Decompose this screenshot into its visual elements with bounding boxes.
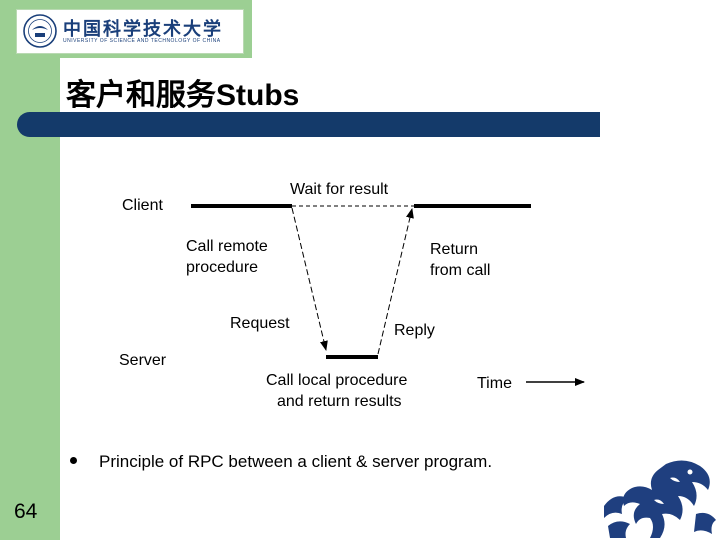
call-local-label-2: and return results [277,393,402,410]
university-logo: 中国科学技术大学 UNIVERSITY OF SCIENCE AND TECHN… [0,0,252,58]
call-local-label-1: Call local procedure [266,372,408,389]
server-label: Server [119,352,167,369]
return-label-2: from call [430,262,490,279]
time-label: Time [477,375,512,392]
reply-label: Reply [394,322,435,339]
logo-name-chinese: 中国科学技术大学 [63,19,223,37]
logo-panel: 中国科学技术大学 UNIVERSITY OF SCIENCE AND TECHN… [16,9,244,54]
bullet-text: Principle of RPC between a client & serv… [99,452,493,471]
wait-label: Wait for result [290,181,389,198]
request-label: Request [230,315,290,332]
dragon-emblem-icon [604,460,716,538]
call-remote-label-2: procedure [186,259,258,276]
reply-arrow [377,208,414,355]
client-label: Client [122,197,163,214]
return-label-1: Return [430,241,478,258]
call-remote-label-1: Call remote [186,238,268,255]
logo-name-english: UNIVERSITY OF SCIENCE AND TECHNOLOGY OF … [63,38,221,44]
title-underline-bar [17,112,600,137]
slide-number: 64 [14,500,38,523]
bullet-item: Principle of RPC between a client & serv… [70,452,492,474]
rpc-diagram: Client Server Wait for result Call remot… [119,181,585,410]
bullet-dot-icon [70,457,77,465]
request-arrow [291,207,328,351]
sidebar-band [0,0,60,540]
university-seal-icon [23,14,57,48]
slide-title: 客户和服务Stubs [66,79,300,112]
